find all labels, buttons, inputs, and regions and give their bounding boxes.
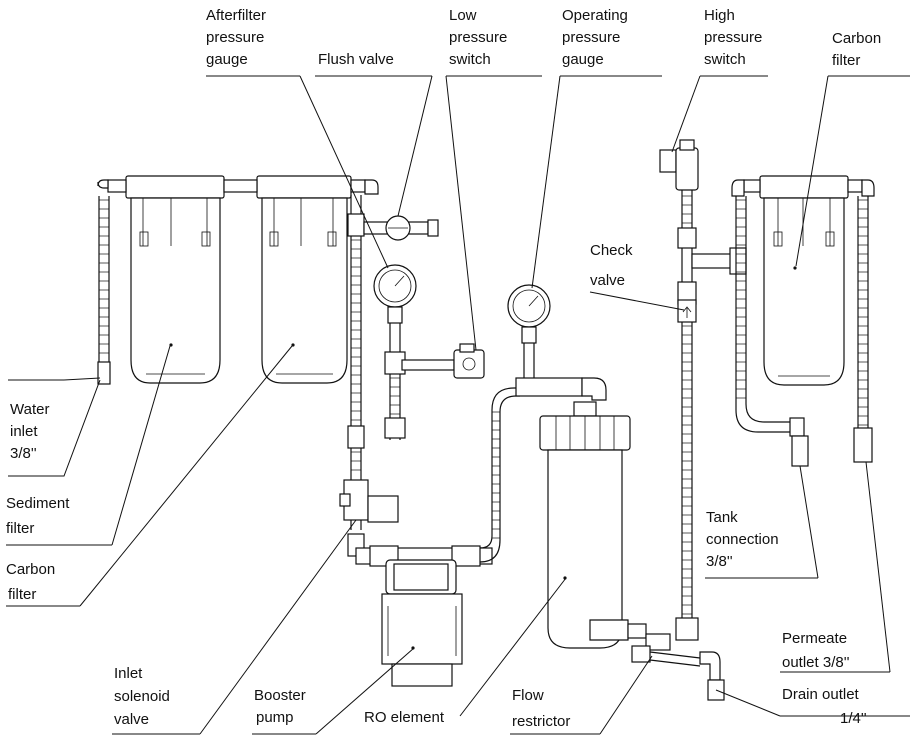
label-carbon-filter-left: Carbon filter: [6, 561, 59, 603]
operating-pressure-gauge: [507, 284, 607, 401]
label-carbon-filter-right: Carbon filter: [832, 30, 885, 69]
label-flow-restrictor: Flow restrictor: [512, 687, 570, 730]
tank-connection-hose: [735, 196, 809, 467]
water-inlet-hose: [97, 196, 111, 385]
label-low-pressure-switch: Low pressure switch: [449, 7, 512, 68]
flush-valve: [363, 215, 439, 241]
sediment-filter-housing: [125, 175, 225, 384]
label-flush-valve: Flush valve: [318, 51, 394, 68]
label-booster-pump: Booster pump: [254, 687, 310, 726]
pump-manifold: [355, 387, 520, 567]
label-afterfilter-pressure-gauge: Afterfilter pressure gauge: [206, 7, 270, 68]
label-high-pressure-switch: High pressure switch: [704, 7, 767, 68]
label-inlet-solenoid-valve: Inlet solenoid valve: [114, 665, 174, 728]
booster-pump: [381, 559, 463, 687]
label-permeate-outlet: Permeate outlet 3/8'': [782, 630, 851, 671]
label-drain-outlet: Drain outlet 1/4'': [782, 686, 867, 727]
leader-lines: [6, 75, 910, 735]
label-water-inlet: Water inlet 3/8'': [10, 401, 54, 462]
carbon-filter-housing-right: [731, 175, 875, 386]
label-ro-element: RO element: [364, 709, 445, 726]
inlet-solenoid-valve: [339, 479, 399, 523]
label-operating-pressure-gauge: Operating pressure gauge: [562, 7, 632, 68]
label-tank-connection: Tank connection 3/8'': [706, 509, 783, 570]
high-pressure-switch: [659, 139, 699, 191]
ro-element: [539, 401, 647, 649]
top-connectors-left: [97, 179, 379, 195]
label-sediment-filter: Sediment filter: [6, 495, 74, 537]
flow-restrictor: [631, 633, 725, 701]
tee-to-right-filter: [691, 247, 747, 275]
carbon-filter-housing-left: [256, 175, 352, 384]
label-check-valve: Check valve: [590, 242, 637, 289]
low-pressure-switch: [401, 343, 485, 379]
afterfilter-pressure-gauge: [373, 264, 417, 440]
hose-hatching: [99, 195, 868, 615]
